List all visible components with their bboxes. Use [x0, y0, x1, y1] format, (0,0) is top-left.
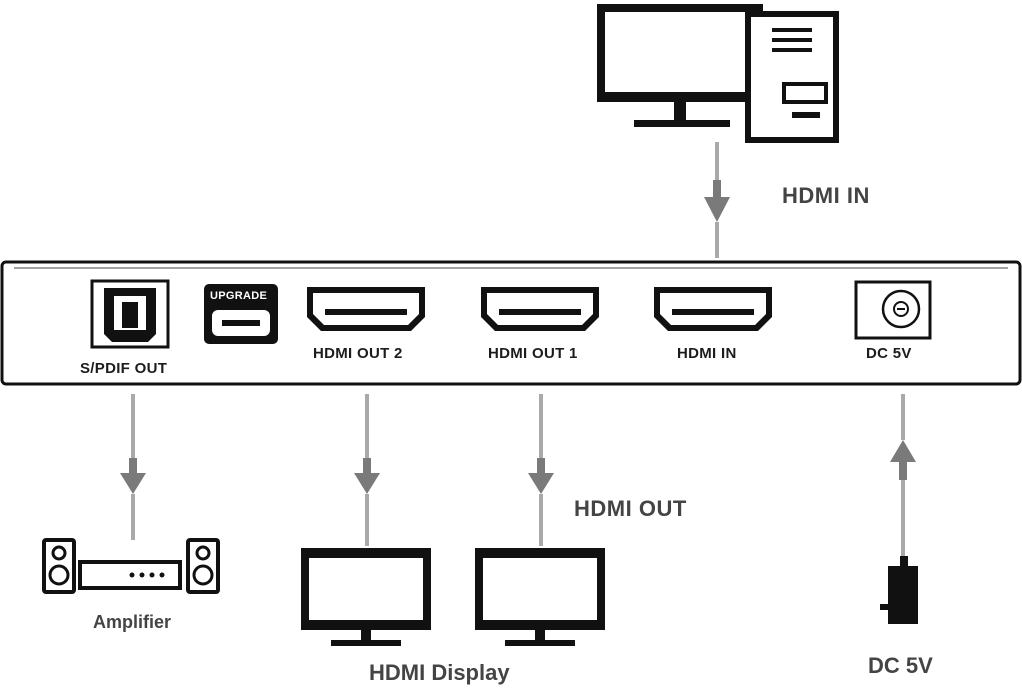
- computer-icon: [597, 4, 839, 143]
- power-adapter-icon: [880, 556, 918, 624]
- hdmi-display-label: HDMI Display: [369, 660, 510, 685]
- hdmi-out-1-label: HDMI OUT 1: [488, 345, 578, 362]
- micro-usb-port-icon: [204, 284, 278, 344]
- hdmi-out-label: HDMI OUT: [574, 496, 687, 521]
- dc-5v-power-label: DC 5V: [868, 653, 933, 678]
- display-icon: [301, 548, 431, 646]
- hdmi-in-source-label: HDMI IN: [782, 183, 870, 208]
- dc-5v-port-label: DC 5V: [866, 345, 912, 362]
- amplifier-label: Amplifier: [93, 612, 172, 632]
- spdif-out-label: S/PDIF OUT: [80, 360, 168, 377]
- upgrade-label: UPGRADE: [210, 290, 268, 302]
- arrow-icons: [120, 180, 916, 494]
- connection-lines: [131, 142, 905, 556]
- hdmi-port-icon: [654, 287, 772, 331]
- hdmi-in-port-label: HDMI IN: [677, 345, 737, 362]
- optical-port-icon: [90, 279, 170, 349]
- dc-jack-icon: [854, 280, 932, 340]
- hdmi-out-2-label: HDMI OUT 2: [313, 345, 403, 362]
- display-icon: [475, 548, 605, 646]
- amplifier-icon: [42, 538, 220, 594]
- hdmi-port-icon: [307, 287, 425, 331]
- hdmi-port-icon: [481, 287, 599, 331]
